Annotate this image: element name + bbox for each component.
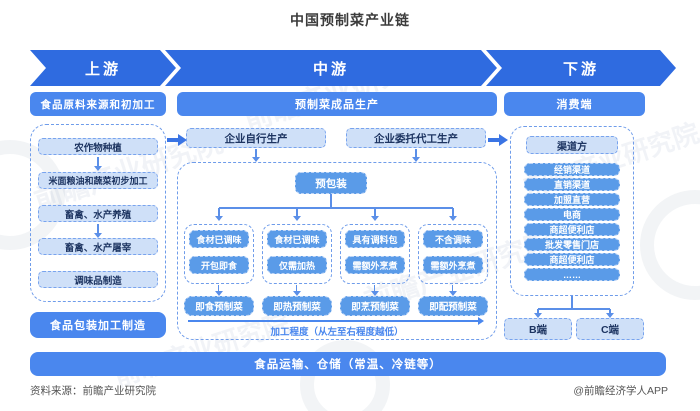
feature-box: 具有调料包	[345, 230, 405, 248]
connector-line	[452, 208, 454, 216]
down-arrow-icon	[252, 157, 260, 162]
down-arrow-icon	[97, 157, 99, 166]
feature-box: 食材已调味	[189, 230, 249, 248]
axis-label: 加工程度（从左至右程度越低）	[270, 327, 404, 338]
category-frame	[184, 224, 254, 284]
right-arrow-icon	[478, 317, 484, 325]
down-arrow-icon	[534, 313, 542, 318]
connector-line	[296, 208, 298, 216]
channel-item: ……	[524, 268, 620, 281]
connector-line	[537, 309, 539, 314]
banner-upstream-label: 上游	[84, 60, 121, 78]
channel-item: 批发零售门店	[524, 238, 620, 251]
prepackage-box: 预包装	[295, 172, 367, 194]
source-text: 资料来源：前瞻产业研究院	[30, 385, 156, 397]
category-frame	[418, 224, 488, 284]
channel-item: 电商	[524, 208, 620, 221]
upstream-item: 调味品制造	[38, 271, 158, 288]
right-arrow-icon	[488, 138, 499, 142]
channel-item: 直销渠道	[524, 178, 620, 191]
down-arrow-icon	[415, 149, 417, 157]
upstream-header: 食品原料来源和初加工	[30, 92, 166, 116]
credit-text: @前瞻经济学人APP	[573, 385, 668, 397]
banner-downstream-label: 下游	[562, 60, 599, 78]
connector-line	[218, 285, 219, 291]
right-arrow-icon	[499, 134, 508, 146]
feature-box: 需额外烹煮	[345, 256, 405, 274]
down-arrow-icon	[97, 224, 99, 233]
channel-item: 加盟直营	[524, 193, 620, 206]
upstream-item: 农作物种植	[38, 138, 158, 155]
feature-box: 食材已调味	[267, 230, 327, 248]
down-arrow-icon	[606, 313, 614, 318]
result-box: 即配预制菜	[418, 296, 488, 316]
logistics-bar: 食品运输、仓储（常温、冷链等）	[30, 352, 666, 376]
banner-segment-midstream: 中游	[165, 50, 497, 86]
feature-box: 需额外烹煮	[423, 256, 483, 274]
connector-line	[218, 208, 220, 216]
connector-line	[374, 208, 376, 216]
connector-line	[374, 285, 375, 291]
connector-line	[571, 296, 573, 308]
page-title: 中国预制菜产业链	[290, 12, 410, 28]
down-arrow-icon	[449, 216, 457, 221]
down-arrow-icon	[215, 216, 223, 221]
category-frame	[340, 224, 410, 284]
right-arrow-icon	[178, 134, 187, 146]
production-mode-box: 企业自行生产	[186, 128, 326, 148]
production-mode-box: 企业委托代工生产	[346, 128, 486, 148]
upstream-packaging-box: 食品包装加工制造	[30, 312, 166, 338]
feature-box: 仅需加热	[267, 256, 327, 274]
banner-segment-upstream: 上游	[30, 50, 176, 86]
result-box: 即食预制菜	[184, 296, 254, 316]
down-arrow-icon	[94, 166, 102, 171]
banner-segment-downstream: 下游	[486, 50, 676, 86]
right-arrow-icon	[167, 138, 178, 142]
down-arrow-icon	[215, 291, 223, 296]
axis-arrow	[188, 320, 478, 322]
upstream-item: 畜禽、水产养殖	[38, 205, 158, 222]
channel-item: 商超便利店	[524, 253, 620, 266]
watermark-logo	[640, 190, 700, 300]
connector-line	[330, 194, 332, 207]
down-arrow-icon	[293, 291, 301, 296]
channel-item: 经销渠道	[524, 163, 620, 176]
midstream-header: 预制菜成品生产	[177, 92, 497, 116]
upstream-item: 畜禽、水产屠宰	[38, 238, 158, 255]
connector-line	[609, 309, 611, 314]
feature-box: 不含调味	[423, 230, 483, 248]
down-arrow-icon	[449, 291, 457, 296]
connector-line	[538, 308, 610, 310]
feature-box: 开包即食	[189, 256, 249, 274]
banner-midstream-label: 中游	[312, 60, 349, 78]
downstream-header: 消费端	[504, 92, 645, 116]
down-arrow-icon	[371, 216, 379, 221]
connector-line	[296, 285, 297, 291]
upstream-item: 米面粮油和蔬菜初步加工	[38, 172, 158, 189]
result-box: 即热预制菜	[262, 296, 332, 316]
result-box: 即烹预制菜	[340, 296, 410, 316]
downstream-group-frame	[510, 126, 634, 296]
down-arrow-icon	[412, 157, 420, 162]
down-arrow-icon	[371, 291, 379, 296]
b-end-box: B端	[504, 318, 572, 340]
category-frame	[262, 224, 332, 284]
channel-title-box: 渠道方	[526, 136, 618, 154]
down-arrow-icon	[94, 233, 102, 238]
down-arrow-icon	[293, 216, 301, 221]
connector-line	[219, 207, 453, 209]
c-end-box: C端	[576, 318, 644, 340]
channel-item: 商超便利店	[524, 223, 620, 236]
down-arrow-icon	[255, 149, 257, 157]
midstream-group-frame	[177, 162, 497, 340]
upstream-group-frame	[30, 124, 166, 302]
connector-line	[452, 285, 453, 291]
